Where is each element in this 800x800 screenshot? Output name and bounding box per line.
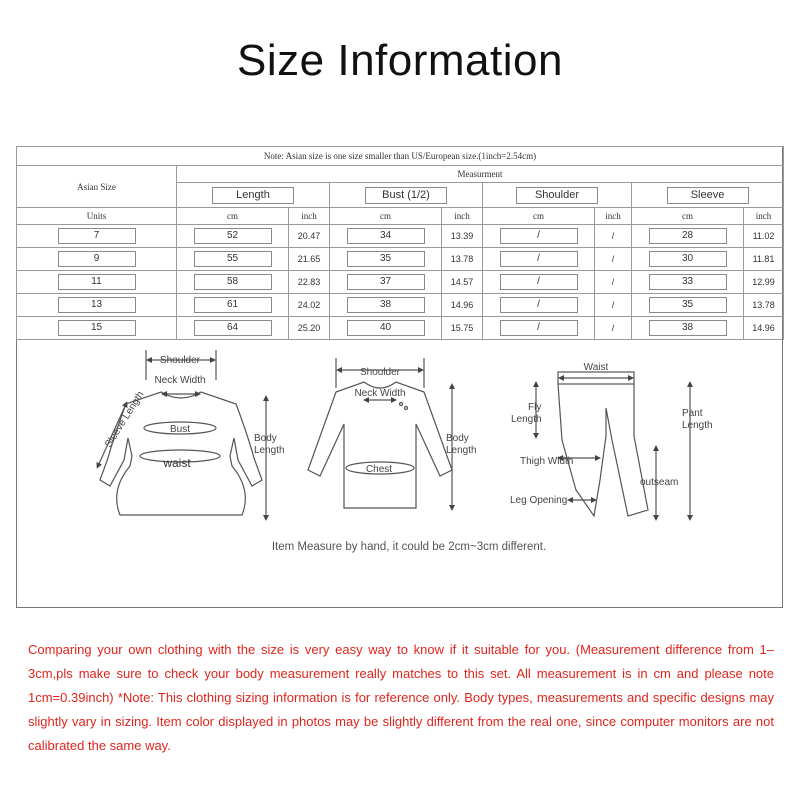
shoulder-cm: / xyxy=(499,297,578,313)
sleeve-cm: 30 xyxy=(648,251,727,267)
pants-outseam-label: outseam xyxy=(640,477,678,488)
table-row: 9 55 21.65 35 13.78 / / 30 11.81 xyxy=(16,247,785,271)
dress-diagram xyxy=(96,350,269,521)
sleeve-cm: 35 xyxy=(648,297,727,313)
top-diagram xyxy=(307,358,455,511)
sleeve-cm: 28 xyxy=(648,228,727,244)
sleeve-cm: 38 xyxy=(648,320,727,336)
measurement-header: Measurment xyxy=(175,165,785,183)
dress-waist-label: waist xyxy=(162,456,191,470)
table-row: 13 61 24.02 38 14.96 / / 35 13.78 xyxy=(16,293,785,317)
sleeve-inch: 11.02 xyxy=(742,224,785,248)
size-value: 13 xyxy=(57,297,136,313)
length-cm: 61 xyxy=(193,297,272,313)
table-row: 15 64 25.20 40 15.75 / / 38 14.96 xyxy=(16,316,785,340)
measurement-diagram-svg: Shoulder Neck Width Sleeve Length Bust w… xyxy=(96,350,713,553)
shoulder-cm: / xyxy=(499,251,578,267)
length-inch: 20.47 xyxy=(288,224,330,248)
pants-thigh-width-label: Thigh Width xyxy=(520,456,573,467)
pants-fly-length-label: Length xyxy=(511,414,542,425)
dress-body-label: Body xyxy=(254,433,277,444)
unit-inch: inch xyxy=(441,207,483,225)
top-chest-label: Chest xyxy=(366,464,392,475)
pants-leg-opening-label: Leg Opening xyxy=(510,495,567,506)
bust-cm: 37 xyxy=(346,274,425,290)
bust-inch: 15.75 xyxy=(441,316,483,340)
column-header-bust: Bust (1/2) xyxy=(329,182,483,208)
size-value: 15 xyxy=(57,320,136,336)
bust-cm: 35 xyxy=(346,251,425,267)
asian-size-header: Asian Size xyxy=(16,165,177,208)
unit-cm: cm xyxy=(631,207,744,225)
size-value: 7 xyxy=(57,228,136,244)
size-value: 11 xyxy=(57,274,136,290)
dress-neck-width-label: Neck Width xyxy=(154,375,205,386)
unit-cm: cm xyxy=(482,207,595,225)
shoulder-cm: / xyxy=(499,274,578,290)
length-inch: 21.65 xyxy=(288,247,330,271)
units-label: Units xyxy=(16,207,177,225)
column-header-length: Length xyxy=(176,182,330,208)
column-header-label: Length xyxy=(212,186,294,204)
measure-caption: Item Measure by hand, it could be 2cm~3c… xyxy=(272,541,546,553)
top-neck-width-label: Neck Width xyxy=(354,388,405,399)
column-header-label: Sleeve xyxy=(666,186,749,204)
table-row: 7 52 20.47 34 13.39 / / 28 11.02 xyxy=(16,224,785,248)
dress-sleeve-length-label: Sleeve Length xyxy=(103,390,146,450)
pants-diagram xyxy=(533,371,693,521)
pants-pant-length-label: Length xyxy=(682,420,713,431)
pants-pant-label: Pant xyxy=(682,408,703,419)
pants-fly-label: Fly xyxy=(528,402,541,413)
bust-inch: 13.78 xyxy=(441,247,483,271)
shoulder-inch: / xyxy=(594,293,632,317)
column-header-label: Shoulder xyxy=(516,186,598,204)
unit-cm: cm xyxy=(329,207,442,225)
bust-inch: 13.39 xyxy=(441,224,483,248)
column-header-sleeve: Sleeve xyxy=(630,182,785,208)
bust-inch: 14.57 xyxy=(441,270,483,294)
length-cm: 55 xyxy=(193,251,272,267)
sleeve-inch: 12.99 xyxy=(742,270,785,294)
sizing-disclaimer: Comparing your own clothing with the siz… xyxy=(28,642,774,753)
unit-inch: inch xyxy=(594,207,632,225)
shoulder-inch: / xyxy=(594,316,632,340)
length-inch: 22.83 xyxy=(288,270,330,294)
sleeve-inch: 13.78 xyxy=(742,293,785,317)
unit-inch: inch xyxy=(742,207,785,225)
shoulder-cm: / xyxy=(499,320,578,336)
top-length-label: Length xyxy=(446,445,477,456)
dress-bust-label: Bust xyxy=(170,424,190,435)
shoulder-inch: / xyxy=(594,270,632,294)
bust-inch: 14.96 xyxy=(441,293,483,317)
page-title: Size Information xyxy=(237,36,563,85)
length-cm: 52 xyxy=(193,228,272,244)
top-body-label: Body xyxy=(446,433,469,444)
size-note: Note: Asian size is one size smaller tha… xyxy=(15,146,785,166)
length-inch: 25.20 xyxy=(288,316,330,340)
column-header-shoulder: Shoulder xyxy=(482,182,632,208)
length-cm: 58 xyxy=(193,274,272,290)
shoulder-cm: / xyxy=(499,228,578,244)
sleeve-cm: 33 xyxy=(648,274,727,290)
dress-shoulder-label: Shoulder xyxy=(160,355,201,366)
column-header-label: Bust (1/2) xyxy=(365,186,447,204)
bust-cm: 34 xyxy=(346,228,425,244)
pants-waist-label: Waist xyxy=(584,362,609,373)
unit-inch: inch xyxy=(288,207,330,225)
sleeve-inch: 11.81 xyxy=(742,247,785,271)
top-shoulder-label: Shoulder xyxy=(360,367,401,378)
size-value: 9 xyxy=(57,251,136,267)
bust-cm: 40 xyxy=(346,320,425,336)
table-row: 11 58 22.83 37 14.57 / / 33 12.99 xyxy=(16,270,785,294)
sleeve-inch: 14.96 xyxy=(742,316,785,340)
measurement-diagrams: Shoulder Neck Width Sleeve Length Bust w… xyxy=(16,340,783,608)
unit-cm: cm xyxy=(176,207,289,225)
size-table: Note: Asian size is one size smaller tha… xyxy=(15,146,785,340)
shoulder-inch: / xyxy=(594,247,632,271)
length-cm: 64 xyxy=(193,320,272,336)
dress-length-label: Length xyxy=(254,445,285,456)
bust-cm: 38 xyxy=(346,297,425,313)
shoulder-inch: / xyxy=(594,224,632,248)
length-inch: 24.02 xyxy=(288,293,330,317)
